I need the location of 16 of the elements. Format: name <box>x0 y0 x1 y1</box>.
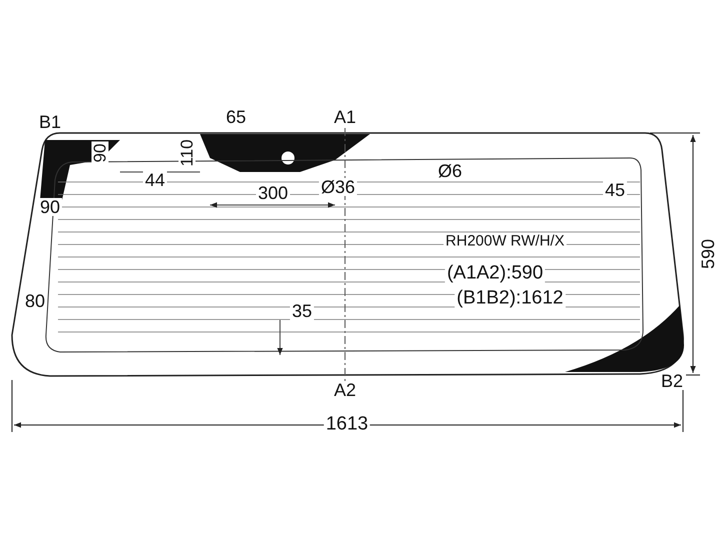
point-label: A2 <box>332 381 358 399</box>
part-code: RH200W RW/H/X <box>444 234 566 248</box>
dimension-value: Ø36 <box>318 178 358 196</box>
dimension-value: 300 <box>256 184 290 202</box>
dimension-value: 44 <box>142 171 168 189</box>
dimension-value: 35 <box>290 302 314 320</box>
specification-text: (B1B2):1612 <box>454 288 566 308</box>
dimension-value: 80 <box>22 292 48 310</box>
point-label: A1 <box>332 108 358 126</box>
dimension-value: 90 <box>92 142 108 164</box>
specification-text: (A1A2):590 <box>444 264 546 282</box>
dimension-value: 590 <box>699 236 717 272</box>
dimension-value: 90 <box>38 198 62 216</box>
dimension-value: 45 <box>602 181 628 199</box>
dimension-value: 65 <box>224 108 248 126</box>
dimension-value: Ø6 <box>436 162 464 180</box>
